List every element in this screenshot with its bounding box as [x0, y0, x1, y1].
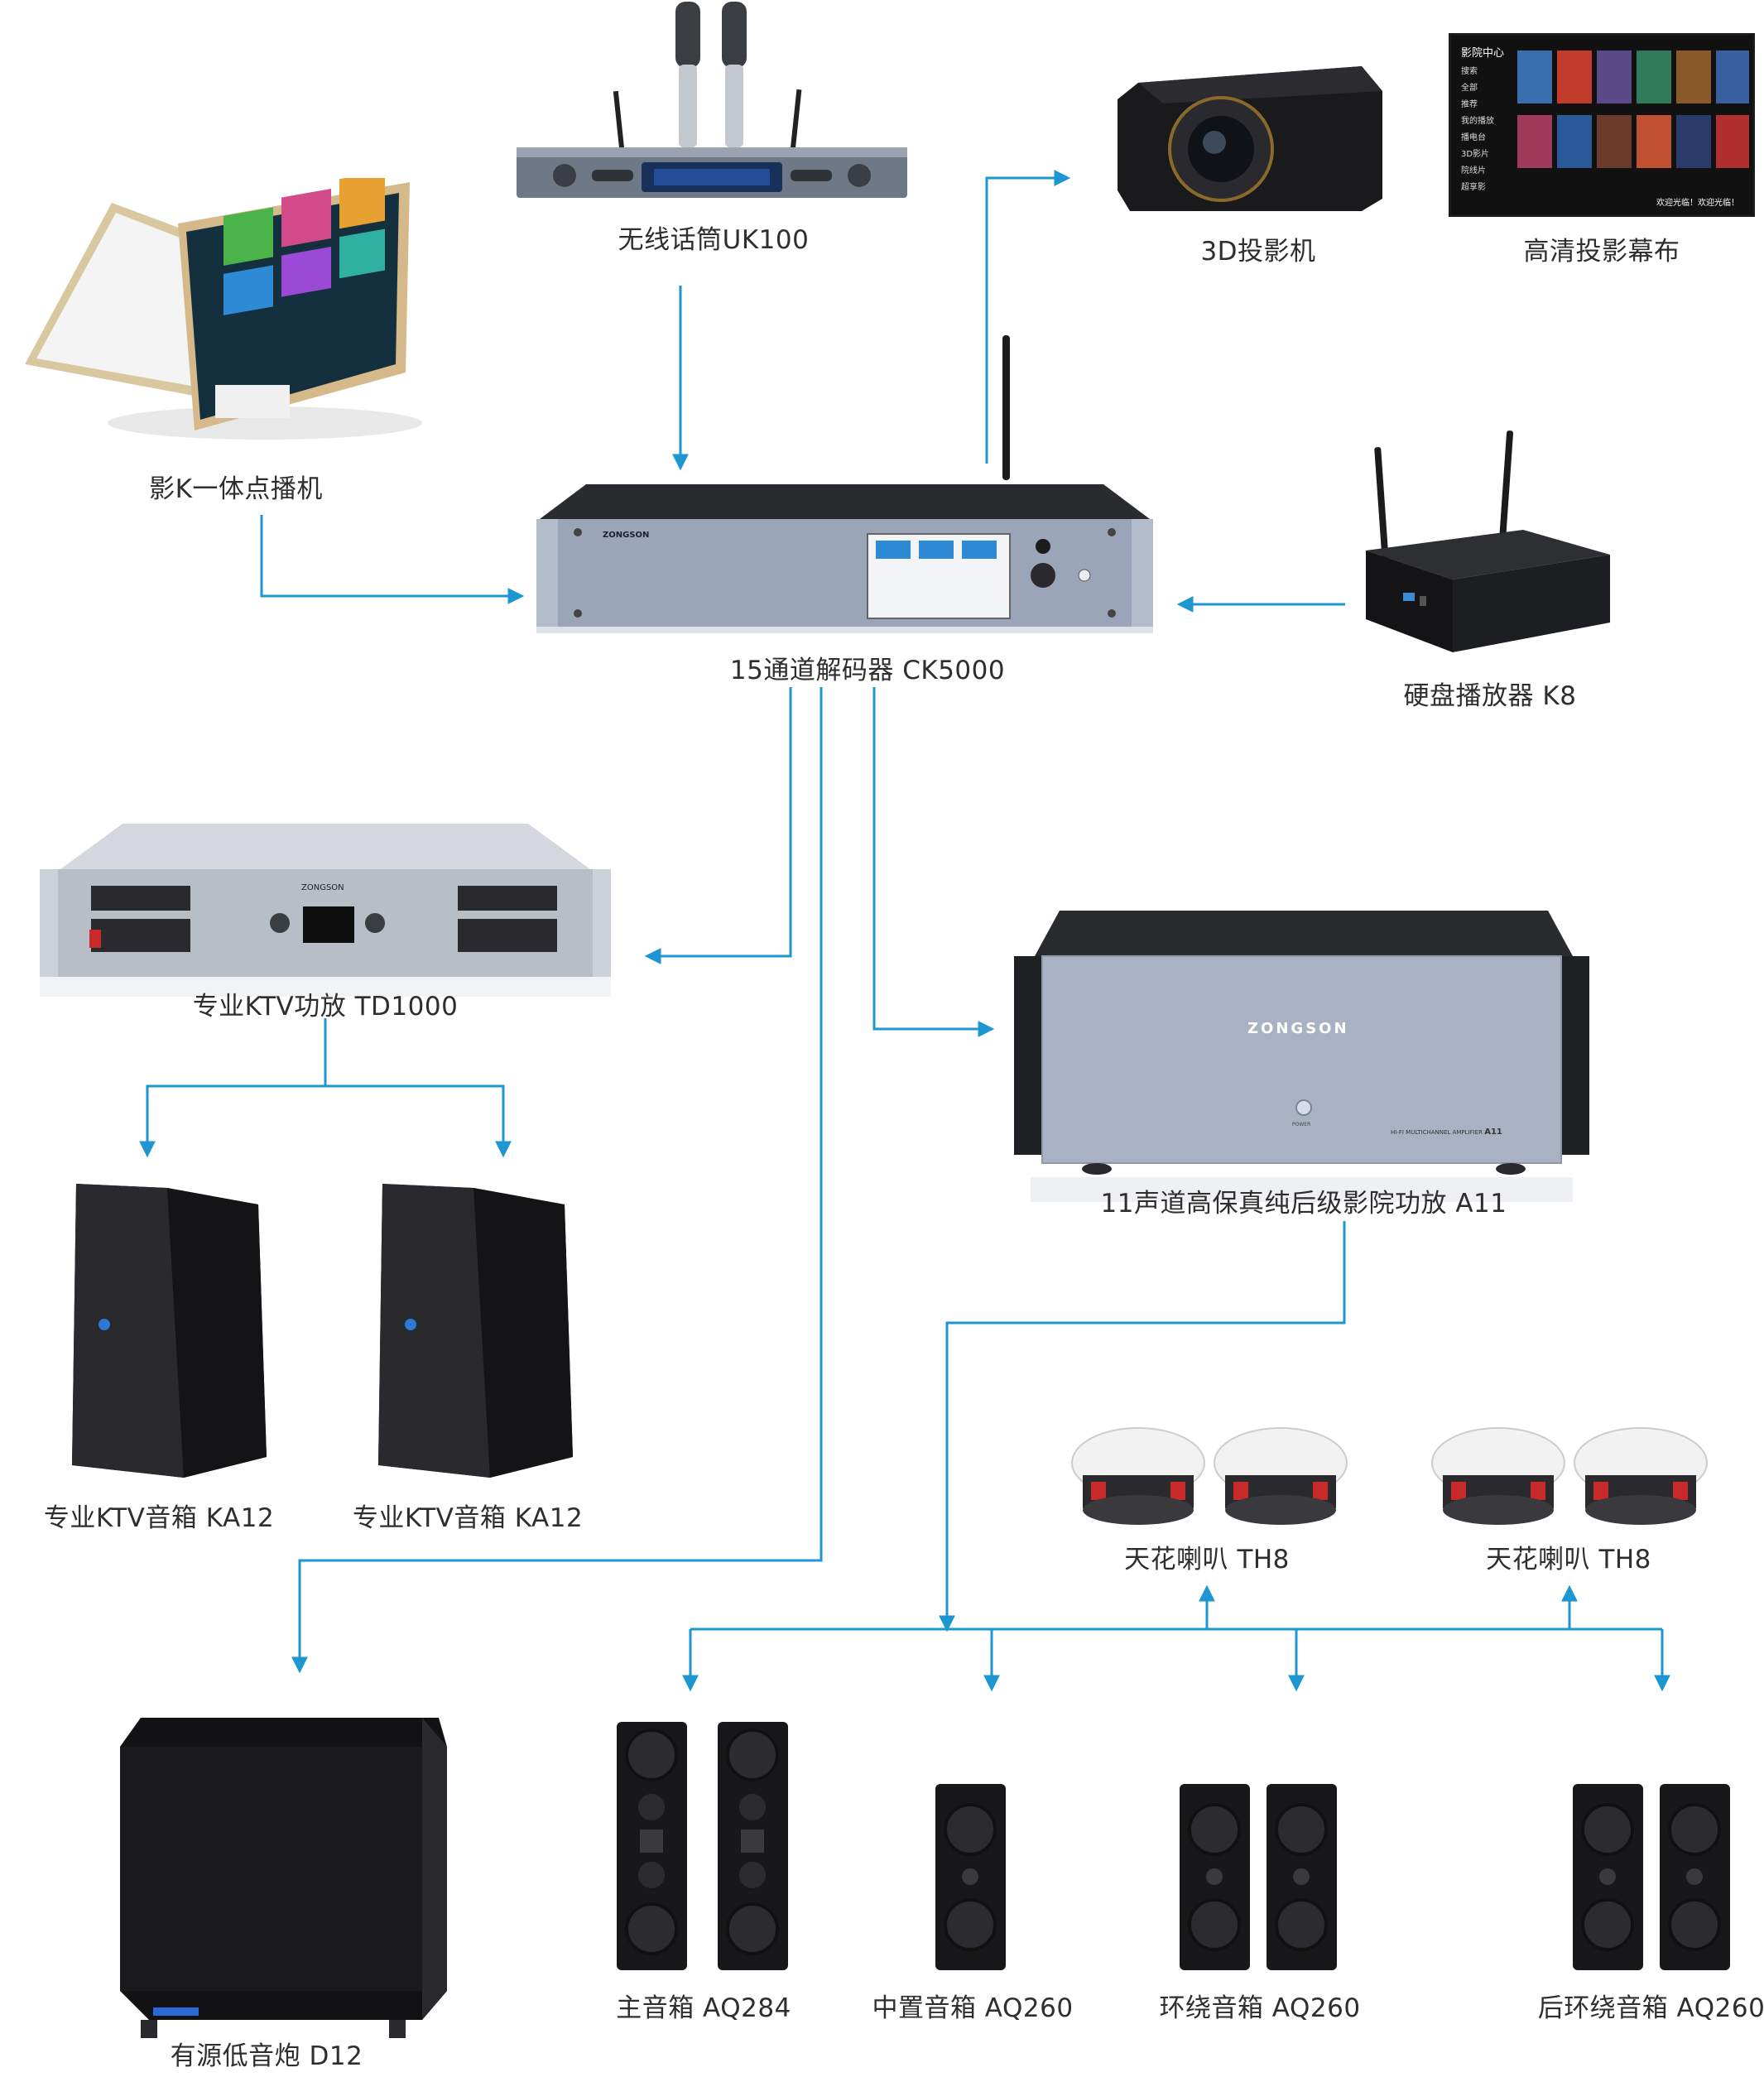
wire-ktvamp-split [139, 1018, 327, 1158]
label-subwoofer: 有源低音炮 D12 [170, 2041, 363, 2071]
wire-decoder-to-cinemaamp [872, 687, 995, 1037]
hdd-player-device [1362, 430, 1614, 654]
surround-speakers-device [1180, 1784, 1341, 1970]
ktv-amp-device: ZONGSON [40, 824, 611, 1002]
cinema-amp-power-label: POWER [1292, 1122, 1311, 1127]
screen-menu-item: 全部 [1461, 84, 1478, 93]
ktv-amp-brand: ZONGSON [301, 883, 344, 892]
screen-menu-item: 播电台 [1461, 133, 1486, 142]
screen-menu-title: 影院中心 [1461, 47, 1505, 60]
decoder-brand: ZONGSON [603, 531, 650, 540]
wire-decoder-to-ktvamp [644, 687, 792, 964]
label-kiosk: 影K一体点播机 [149, 474, 323, 504]
label-ktv-speaker-1: 专业KTV音箱 KA12 [43, 1503, 275, 1533]
wire-decoder-to-projector [985, 170, 1071, 464]
ktv-speaker-2-device [374, 1184, 573, 1478]
label-rear-surround: 后环绕音箱 AQ260 [1537, 1993, 1764, 2023]
main-speakers-device [617, 1722, 795, 1970]
wire-ktvamp-right [325, 1084, 512, 1158]
cinema-amp-brand: ZONGSON [1247, 1020, 1349, 1037]
ktv-speaker-1-device [68, 1184, 267, 1478]
screen-menu-item: 3D影片 [1461, 150, 1490, 159]
screen-menu-item: 搜索 [1461, 67, 1478, 76]
ceiling-speaker-2-device [1428, 1426, 1714, 1529]
screen-menu-item: 我的播放 [1461, 117, 1494, 126]
label-main: 主音箱 AQ284 [616, 1993, 791, 2023]
wireless-mic-device [513, 0, 911, 215]
projector-device [1113, 58, 1387, 215]
kiosk-device [17, 171, 422, 443]
label-ceiling-2: 天花喇叭 TH8 [1486, 1545, 1651, 1575]
label-ktv-speaker-2: 专业KTV音箱 KA12 [352, 1503, 584, 1533]
projection-screen-device: 影院中心 搜索 全部 推荐 我的播放 播电台 3D影片 院线片 超享影 欢迎光临… [1449, 33, 1755, 217]
decoder-device: ZONGSON [536, 335, 1153, 654]
rear-surround-speakers-device [1573, 1784, 1734, 1970]
label-surround: 环绕音箱 AQ260 [1159, 1993, 1361, 2023]
cinema-amp-caption: HI-FI MULTICHANNEL AMPLIFIER A11 [1391, 1127, 1502, 1137]
screen-menu-item: 推荐 [1461, 100, 1478, 109]
label-center: 中置音箱 AQ260 [872, 1993, 1074, 2023]
ceiling-speaker-1-device [1068, 1426, 1353, 1529]
screen-menu-item: 院线片 [1461, 166, 1486, 175]
cinema-amp-device: ZONGSON POWER HI-FI MULTICHANNEL AMPLIFI… [1014, 911, 1589, 1209]
label-ceiling-1: 天花喇叭 TH8 [1124, 1545, 1290, 1575]
center-speaker-device [935, 1784, 1010, 1970]
wire-kiosk-to-decoder [260, 515, 525, 604]
label-decoder: 15通道解码器 CK5000 [729, 656, 1006, 685]
screen-footer-text: 欢迎光临！欢迎光临！ [1656, 199, 1739, 208]
label-hdd: 硬盘播放器 K8 [1403, 681, 1577, 711]
wire-decoder-to-subwoofer [291, 687, 823, 1674]
label-projector: 3D投影机 [1200, 237, 1316, 267]
label-mic: 无线话筒UK100 [618, 225, 810, 255]
label-cinema-amp: 11声道高保真纯后级影院功放 A11 [1100, 1189, 1507, 1219]
label-screen: 高清投影幕布 [1523, 237, 1680, 267]
wire-cinemaamp-down [939, 1221, 1346, 1632]
subwoofer-device [116, 1714, 451, 2045]
label-ktv-amp: 专业KTV功放 TD1000 [192, 992, 459, 1022]
screen-menu-item: 超享影 [1461, 183, 1486, 192]
